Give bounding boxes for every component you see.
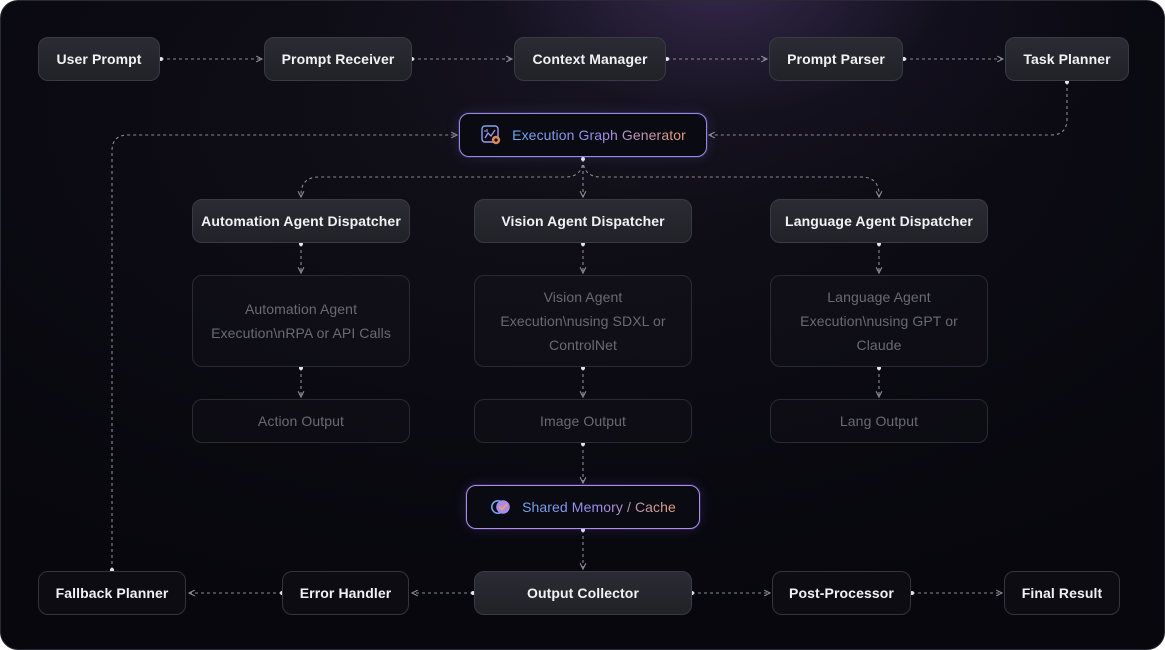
graph-gear-icon (480, 124, 502, 146)
node-label: Lang Output (839, 413, 919, 429)
node-label: Prompt Parser (787, 51, 885, 67)
node-context-manager[interactable]: Context Manager (514, 37, 666, 81)
node-final-result[interactable]: Final Result (1004, 571, 1120, 615)
node-label: Final Result (1021, 585, 1103, 601)
node-lang-output[interactable]: Lang Output (770, 399, 988, 443)
node-output-collector[interactable]: Output Collector (474, 571, 692, 615)
node-label: Automation Agent Dispatcher (201, 213, 401, 229)
node-post-processor[interactable]: Post-Processor (772, 571, 911, 615)
node-action-output[interactable]: Action Output (192, 399, 410, 443)
node-label: Language Agent Execution\nusing GPT or C… (800, 289, 958, 353)
node-fallback-planner[interactable]: Fallback Planner (38, 571, 186, 615)
node-label: User Prompt (56, 51, 142, 67)
node-image-output[interactable]: Image Output (474, 399, 692, 443)
node-label: Action Output (257, 413, 345, 429)
node-label: Vision Agent Execution\nusing SDXL or Co… (500, 289, 666, 353)
edge-generator-to-language (582, 158, 879, 197)
node-label: Prompt Receiver (281, 51, 395, 67)
node-label: Task Planner (1023, 51, 1111, 67)
node-label: Context Manager (532, 51, 648, 67)
node-task-planner[interactable]: Task Planner (1005, 37, 1129, 81)
node-label: Fallback Planner (55, 585, 169, 601)
node-label: Execution Graph Generator (512, 127, 686, 143)
node-vision-execution[interactable]: Vision Agent Execution\nusing SDXL or Co… (474, 275, 692, 367)
node-label: Image Output (539, 413, 627, 429)
node-vision-dispatcher[interactable]: Vision Agent Dispatcher (474, 199, 692, 243)
node-user-prompt[interactable]: User Prompt (38, 37, 160, 81)
node-label: Automation Agent Execution\nRPA or API C… (211, 301, 391, 341)
node-execution-graph-generator[interactable]: Execution Graph Generator (459, 113, 707, 157)
memory-check-icon (490, 496, 512, 518)
node-prompt-parser[interactable]: Prompt Parser (769, 37, 903, 81)
node-shared-memory[interactable]: Shared Memory / Cache (466, 485, 700, 529)
node-language-dispatcher[interactable]: Language Agent Dispatcher (770, 199, 988, 243)
node-language-execution[interactable]: Language Agent Execution\nusing GPT or C… (770, 275, 988, 367)
node-label: Language Agent Dispatcher (785, 213, 973, 229)
node-automation-execution[interactable]: Automation Agent Execution\nRPA or API C… (192, 275, 410, 367)
node-label: Output Collector (526, 585, 640, 601)
node-error-handler[interactable]: Error Handler (282, 571, 409, 615)
node-label: Shared Memory / Cache (522, 499, 676, 515)
node-automation-dispatcher[interactable]: Automation Agent Dispatcher (192, 199, 410, 243)
node-label: Vision Agent Dispatcher (501, 213, 665, 229)
node-prompt-receiver[interactable]: Prompt Receiver (264, 37, 412, 81)
node-label: Post-Processor (789, 585, 894, 601)
node-label: Error Handler (299, 585, 392, 601)
edge-generator-to-automation (301, 158, 584, 197)
edge-planner-to-generator (709, 82, 1068, 135)
